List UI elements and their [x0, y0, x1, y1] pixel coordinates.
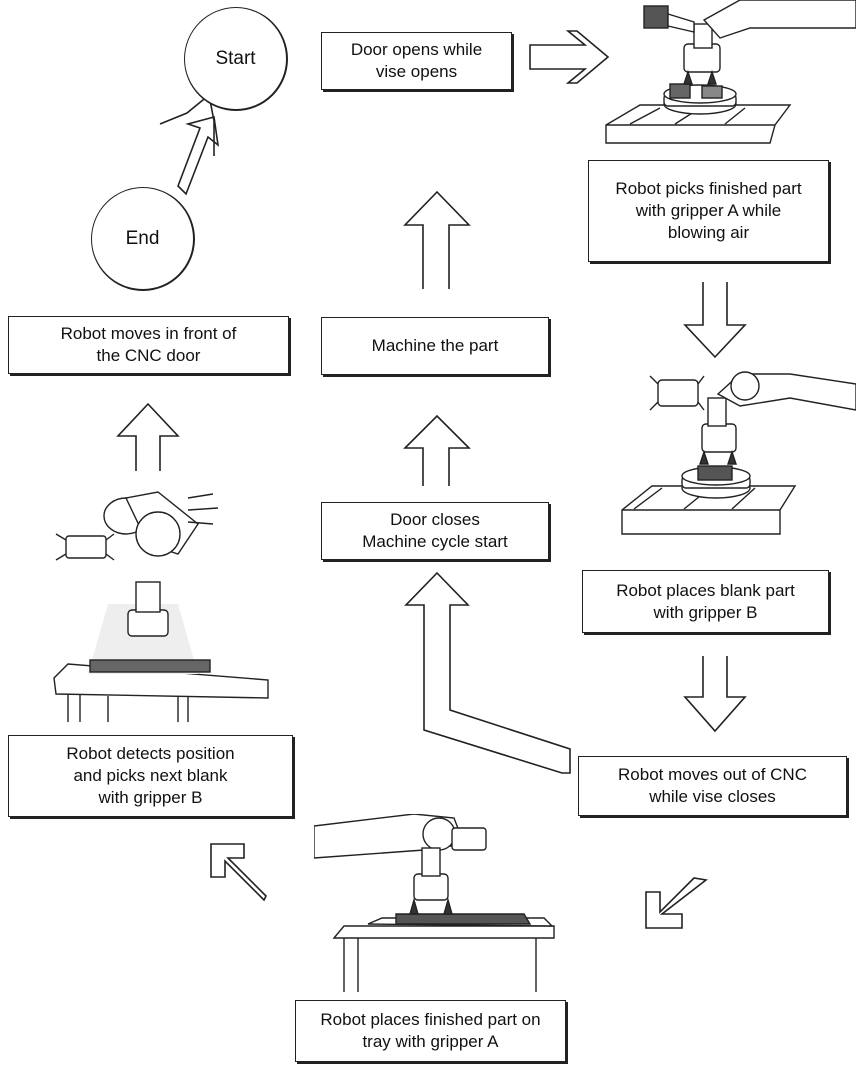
arrow-down-2	[683, 656, 747, 733]
arrow-up-3	[403, 190, 471, 289]
box-door-opens: Door opens while vise opens	[321, 32, 512, 90]
robot-tray-illustration	[314, 814, 555, 992]
door-opens-label: Door opens while vise opens	[350, 40, 483, 81]
place-tray-label: Robot places finished part on tray with …	[320, 1010, 541, 1051]
box-detect-pick: Robot detects position and picks next bl…	[8, 735, 293, 817]
robot-vise-illustration-2	[621, 371, 856, 535]
pick-finished-label: Robot picks finished part with gripper A…	[615, 179, 802, 242]
arrow-up-1	[116, 402, 180, 471]
arrow-diag-up-right	[177, 115, 220, 196]
box-place-tray: Robot places finished part on tray with …	[295, 1000, 566, 1062]
box-pick-finished: Robot picks finished part with gripper A…	[588, 160, 829, 262]
arrow-l-shape	[404, 571, 571, 774]
move-front-label: Robot moves in front of the CNC door	[60, 324, 237, 365]
arrow-up-2	[403, 414, 471, 486]
place-blank-label: Robot places blank part with gripper B	[616, 580, 795, 622]
end-node: End	[91, 187, 195, 291]
move-out-label: Robot moves out of CNC while vise closes	[618, 765, 807, 806]
box-place-blank: Robot places blank part with gripper B	[582, 570, 829, 633]
robot-camera-illustration	[53, 491, 269, 722]
arrow-right	[529, 30, 610, 84]
arrow-diag-up-left	[210, 843, 267, 902]
box-door-closes: Door closes Machine cycle start	[321, 502, 549, 560]
arrow-down-1	[683, 282, 747, 359]
robot-vise-illustration-1	[605, 0, 856, 144]
box-machine: Machine the part	[321, 317, 549, 375]
start-node: Start	[184, 7, 288, 111]
machine-label: Machine the part	[371, 336, 499, 355]
box-move-front: Robot moves in front of the CNC door	[8, 316, 289, 374]
arrow-diag-down-left	[645, 877, 708, 929]
door-closes-label: Door closes Machine cycle start	[362, 510, 508, 551]
end-label: End	[125, 227, 160, 249]
start-label: Start	[215, 47, 256, 69]
box-move-out: Robot moves out of CNC while vise closes	[578, 756, 847, 816]
detect-pick-label: Robot detects position and picks next bl…	[66, 744, 235, 807]
